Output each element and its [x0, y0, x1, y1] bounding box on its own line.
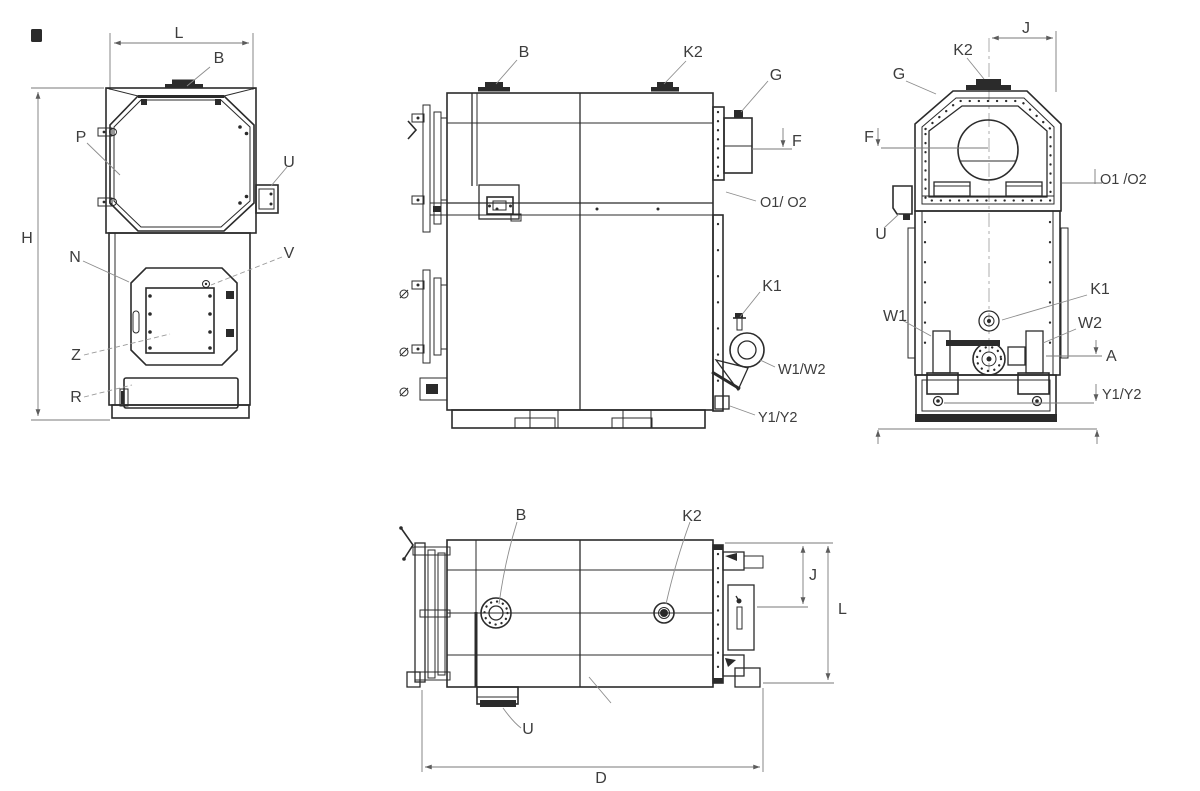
dimension-O1O2-rear: O1 /O2: [1062, 169, 1147, 188]
door-hinges-top: [399, 526, 451, 688]
top-body: [446, 539, 714, 704]
label-rear-K2: K2: [953, 42, 973, 59]
label-top-B: B: [516, 507, 527, 524]
upper-door: [97, 95, 255, 232]
k2-collar-side: [651, 82, 679, 92]
rear-top-section: [914, 90, 1062, 212]
label-front-B: B: [214, 50, 225, 67]
label-side-F: F: [792, 133, 802, 150]
dimension-L-front: L: [109, 25, 254, 90]
smoke-outlet-box: [712, 106, 753, 181]
w-flanges-rear: [926, 330, 1050, 395]
side-view: B K2 G F O1/ O2 K1 W1/W2 Y1/Y2: [399, 44, 826, 429]
label-side-K1: K1: [762, 278, 782, 295]
label-top-J: J: [809, 567, 817, 584]
label-front-N: N: [69, 249, 81, 266]
dimension-A-rear: A: [1046, 340, 1117, 365]
label-side-K2: K2: [683, 44, 703, 61]
dimension-J-top: J: [725, 542, 833, 608]
rear-view: J: [864, 20, 1147, 444]
label-top-D: D: [595, 770, 607, 787]
label-front-R: R: [70, 389, 82, 406]
rear-flange-side: [712, 214, 724, 412]
g-sensor-nub: [734, 110, 743, 118]
label-front-V: V: [284, 245, 295, 262]
label-front-H: H: [21, 230, 33, 247]
label-rear-Y1Y2: Y1/Y2: [1102, 387, 1142, 403]
rear-fittings-top: [712, 544, 764, 688]
label-rear-U: U: [875, 226, 887, 243]
side-body: [446, 92, 714, 411]
label-front-L: L: [175, 25, 184, 42]
k2-port-top: [653, 602, 675, 624]
ash-drawer: [119, 377, 239, 409]
flue-collar-front: [165, 79, 203, 89]
label-side-G: G: [770, 67, 782, 84]
label-rear-J: J: [1022, 20, 1030, 37]
label-side-W1W2: W1/W2: [778, 362, 826, 378]
side-device-box-front: [255, 184, 279, 214]
label-rear-W1: W1: [883, 308, 907, 325]
flue-collar-side: [478, 82, 510, 92]
label-top-L: L: [838, 601, 847, 618]
door-bolt-v: [202, 280, 210, 288]
dimension-F-side: F: [752, 128, 802, 150]
blower-fan: [711, 332, 765, 392]
label-side-O1O2: O1/ O2: [760, 195, 807, 211]
rear-body: [907, 210, 1069, 376]
dimension-D-top: D: [421, 688, 764, 787]
dimension-Y1Y2-rear: Y1/Y2: [944, 384, 1142, 404]
base-skid-side: [451, 409, 706, 429]
label-rear-G: G: [893, 66, 905, 83]
dimension-L-top: L: [763, 546, 847, 684]
dimension-rear-width: [875, 428, 1100, 444]
label-front-Z: Z: [71, 347, 81, 364]
label-rear-A: A: [1106, 348, 1117, 365]
rear-base: [915, 374, 1057, 422]
dimension-H-front: H: [21, 87, 110, 421]
label-front-P: P: [76, 129, 87, 146]
label-rear-O1O2: O1 /O2: [1100, 172, 1147, 188]
k1-fitting-side: [733, 313, 746, 331]
label-rear-K1: K1: [1090, 281, 1110, 298]
label-side-Y1Y2: Y1/Y2: [758, 410, 798, 426]
flue-opening: [957, 119, 1019, 181]
label-rear-W2: W2: [1078, 315, 1102, 332]
front-view: L H: [21, 25, 295, 421]
u-protrusion-rear: [892, 185, 913, 220]
lower-door: [130, 267, 238, 366]
top-view: J L D B K2 U: [399, 507, 847, 787]
label-side-B: B: [519, 44, 530, 61]
y-fitting-side: [714, 395, 730, 410]
front-body: [105, 87, 257, 419]
k2-collar-rear: [966, 79, 1011, 90]
artifact-mark: [31, 29, 42, 42]
b-port-top: [480, 597, 512, 629]
dimension-J-rear: J: [992, 20, 1057, 92]
door-hinges-side: [399, 104, 448, 401]
u-protrusion-top: [476, 686, 519, 707]
label-front-U: U: [283, 154, 295, 171]
label-top-U: U: [522, 721, 534, 738]
latch-box: [478, 184, 522, 222]
label-top-K2: K2: [682, 508, 702, 525]
label-rear-F: F: [864, 129, 874, 146]
dimension-F-rear: F: [864, 128, 988, 149]
